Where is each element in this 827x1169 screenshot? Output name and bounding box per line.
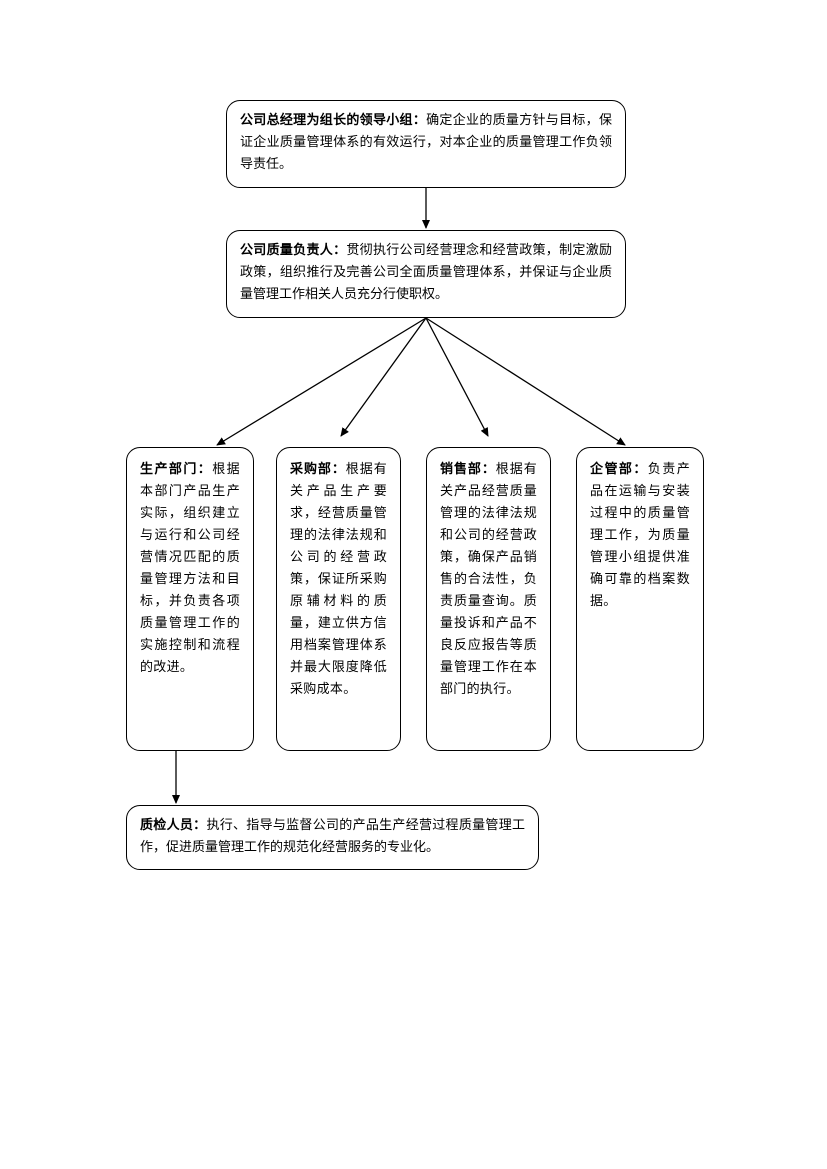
quality-manager-box: 公司质量负责人：贯彻执行公司经营理念和经营政策，制定激励政策，组织推行及完善公司… — [226, 230, 626, 318]
sales-department-box: 销售部：根据有关产品经营质量管理的法律法规和公司的经营政策，确保产品销售的合法性… — [426, 447, 551, 751]
arrow-quality-to-management — [425, 317, 626, 446]
production-department-box: 生产部门：根据本部门产品生产实际，组织建立与运行和公司经营情况匹配的质量管理方法… — [126, 447, 254, 751]
enterprise-management-box: 企管部：负责产品在运输与安装过程中的质量管理工作，为质量管理小组提供准确可靠的档… — [576, 447, 704, 751]
production-department-title: 生产部门： — [140, 462, 213, 477]
arrow-quality-to-sales — [425, 317, 489, 437]
quality-inspector-title: 质检人员： — [140, 818, 207, 833]
purchasing-department-title: 采购部： — [290, 462, 346, 477]
sales-department-text: 根据有关产品经营质量管理的法律法规和公司的经营政策，确保产品销售的合法性，负责质… — [440, 462, 537, 697]
quality-manager-text: 贯彻执行公司经营理念和经营政策，制定激励政策，组织推行及完善公司全面质量管理体系… — [240, 243, 612, 302]
purchasing-department-box: 采购部：根据有关产品生产要求，经营质量管理的法律法规和公司的经营政策，保证所采购… — [276, 447, 401, 751]
quality-manager-title: 公司质量负责人： — [240, 243, 347, 258]
quality-inspector-text: 执行、指导与监督公司的产品生产经营过程质量管理工作，促进质量管理工作的规范化经营… — [140, 818, 525, 855]
sales-department-title: 销售部： — [440, 462, 496, 477]
leadership-group-title: 公司总经理为组长的领导小组： — [240, 113, 427, 128]
enterprise-management-title: 企管部： — [590, 462, 648, 477]
quality-inspector-box: 质检人员：执行、指导与监督公司的产品生产经营过程质量管理工作，促进质量管理工作的… — [126, 805, 539, 870]
enterprise-management-text: 负责产品在运输与安装过程中的质量管理工作，为质量管理小组提供准确可靠的档案数据。 — [590, 462, 690, 609]
arrow-quality-to-production — [216, 317, 427, 446]
production-department-text: 根据本部门产品生产实际，组织建立与运行和公司经营情况匹配的质量管理方法和目标，并… — [140, 462, 240, 675]
arrow-quality-to-purchasing — [340, 317, 427, 437]
purchasing-department-text: 根据有关产品生产要求，经营质量管理的法律法规和公司的经营政策，保证所采购原辅材料… — [290, 462, 387, 697]
leadership-group-text: 确定企业的质量方针与目标，保证企业质量管理体系的有效运行，对本企业的质量管理工作… — [240, 113, 612, 172]
leadership-group-box: 公司总经理为组长的领导小组：确定企业的质量方针与目标，保证企业质量管理体系的有效… — [226, 100, 626, 188]
